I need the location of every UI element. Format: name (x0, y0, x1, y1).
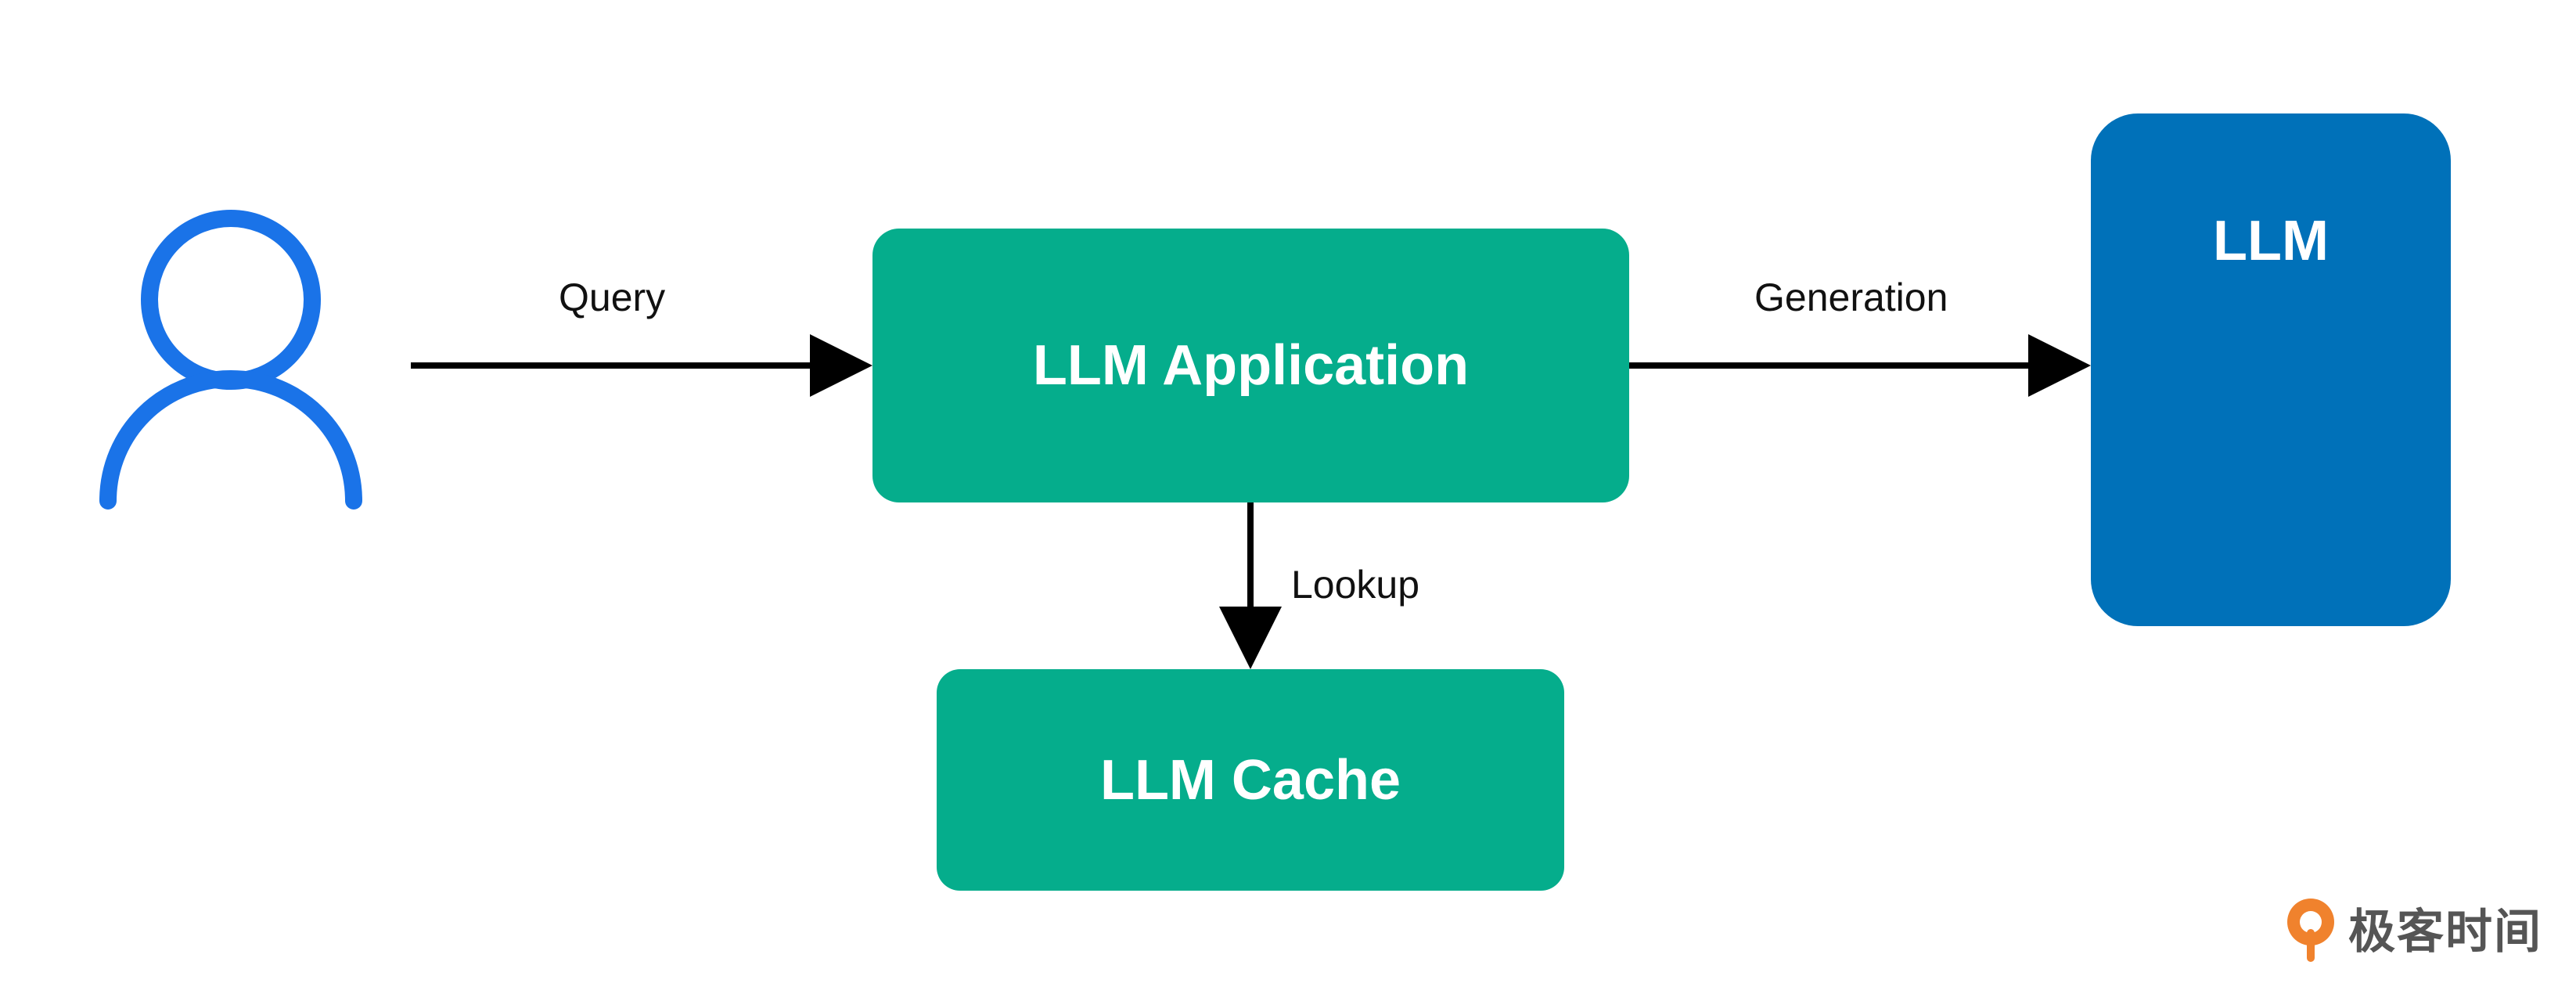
user-icon (99, 210, 362, 510)
lookup-label: Lookup (1291, 563, 1420, 607)
query-label: Query (559, 276, 666, 319)
llm-label: LLM (2213, 209, 2329, 272)
llm-cache-node: LLM Cache (937, 669, 1564, 891)
watermark-logo: 极客时间 (2279, 892, 2542, 963)
generation-label: Generation (1754, 276, 1948, 319)
llm-cache-label: LLM Cache (1099, 748, 1401, 812)
geektime-logo-icon (2287, 899, 2334, 962)
llm-application-label: LLM Application (1032, 334, 1470, 397)
llm-node: LLM (2091, 113, 2451, 626)
llm-application-node: LLM Application (872, 229, 1629, 502)
watermark-text: 极客时间 (2348, 904, 2542, 960)
